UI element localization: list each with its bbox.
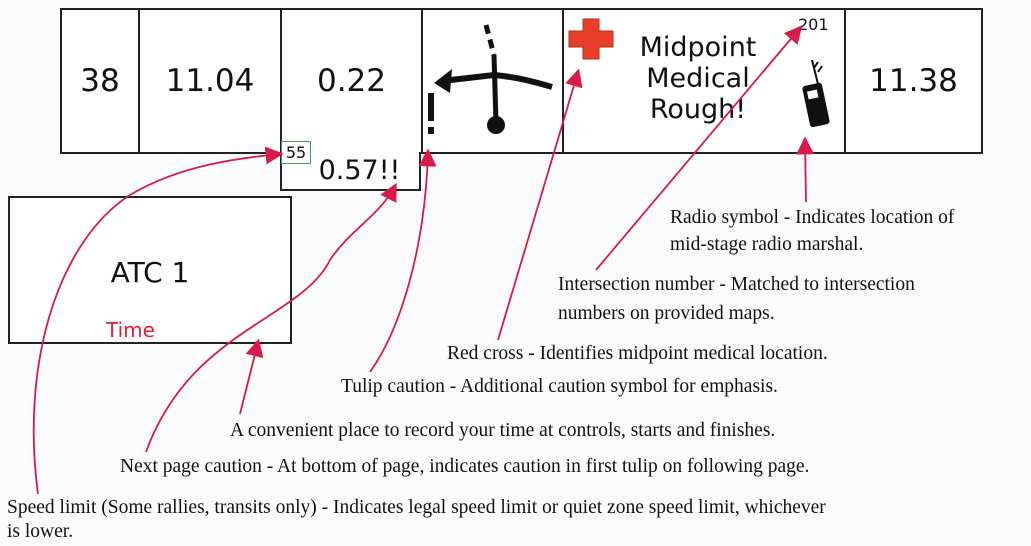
atc-time-label: Time — [106, 318, 155, 342]
annotation-radio-line2: mid-stage radio marshal. — [670, 234, 864, 255]
annotation-intersection-line1: Intersection number - Matched to interse… — [558, 274, 915, 295]
caution-exclamation-icon — [427, 93, 434, 121]
interval-distance-value: 0.22 — [316, 63, 387, 99]
annotation-next-page: Next page caution - At bottom of page, i… — [120, 456, 810, 477]
annotation-tulip-caution: Tulip caution - Additional caution symbo… — [341, 376, 778, 397]
annotation-speed-line2: is lower. — [7, 521, 74, 542]
cell-tulip — [423, 10, 564, 152]
next-total-value: 11.38 — [869, 63, 958, 99]
intersection-number: 201 — [798, 15, 829, 34]
medical-line-2: Medical — [646, 63, 750, 94]
annotation-radio-line1: Radio symbol - Indicates location of — [670, 207, 955, 228]
atc-label: ATC 1 — [110, 256, 190, 289]
cell-index: 38 — [62, 10, 140, 152]
medical-note: Midpoint Medical Rough! — [608, 32, 788, 125]
annotation-intersection-line2: numbers on provided maps. — [558, 303, 775, 324]
annotation-speed-line1: Speed limit (Some rallies, transits only… — [7, 497, 826, 518]
cell-next-total: 11.38 — [846, 10, 981, 152]
cell-notes: Midpoint Medical Rough! 201 — [564, 10, 846, 152]
roadbook-strip: 38 11.04 0.22 Midpoint Medical Rough! 20… — [60, 8, 983, 154]
arrow-time-box — [239, 338, 264, 415]
annotation-red-cross: Red cross - Identifies midpoint medical … — [447, 343, 828, 364]
annotation-time-box: A convenient place to record your time a… — [230, 420, 776, 441]
cell-interval-distance: 0.22 — [282, 10, 423, 152]
atc-box: ATC 1 Time — [8, 196, 292, 344]
cell-total-distance: 11.04 — [140, 10, 282, 152]
medical-line-1: Midpoint — [639, 32, 757, 63]
tulip-diagram — [427, 24, 553, 134]
radio-icon — [802, 59, 830, 128]
index-value: 38 — [80, 63, 120, 99]
next-page-caution-value: 0.57!! — [318, 155, 401, 186]
speed-limit-badge: 55 — [281, 141, 311, 164]
total-distance-value: 11.04 — [165, 63, 255, 99]
medical-line-3: Rough! — [649, 94, 747, 125]
